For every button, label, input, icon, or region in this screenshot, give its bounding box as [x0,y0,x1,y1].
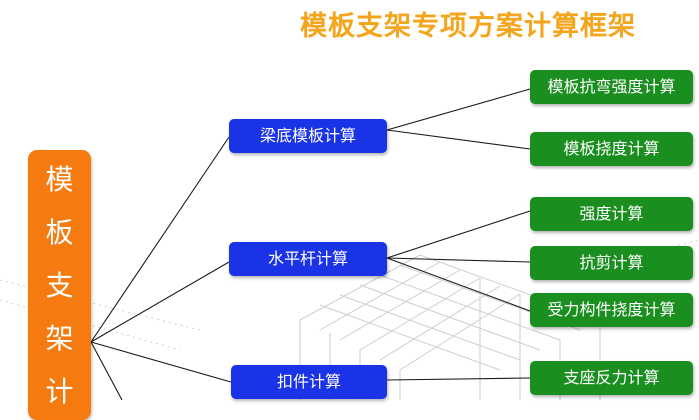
node-shear: 抗剪计算 [530,246,693,280]
scaffold-illustration [0,239,699,400]
node-strength: 强度计算 [530,197,693,231]
node-beam-bottom-formwork: 梁底模板计算 [229,119,387,153]
node-support-reaction: 支座反力计算 [530,361,693,395]
root-char: 板 [45,216,74,249]
node-member-deflection: 受力构件挠度计算 [530,293,693,327]
node-fastener: 扣件计算 [231,365,387,399]
root-char: 计 [45,375,74,408]
node-formwork-bending-strength: 模板抗弯强度计算 [530,70,693,104]
connector-lines [90,88,531,400]
root-node: 模 板 支 架 计 [28,150,91,420]
node-horizontal-bar: 水平杆计算 [229,242,387,276]
root-char: 架 [45,322,74,355]
root-char: 支 [45,269,74,302]
diagram-title: 模板支架专项方案计算框架 [300,11,636,42]
connectors-layer [0,88,699,400]
root-char: 模 [45,163,74,196]
node-formwork-deflection: 模板挠度计算 [530,132,693,166]
